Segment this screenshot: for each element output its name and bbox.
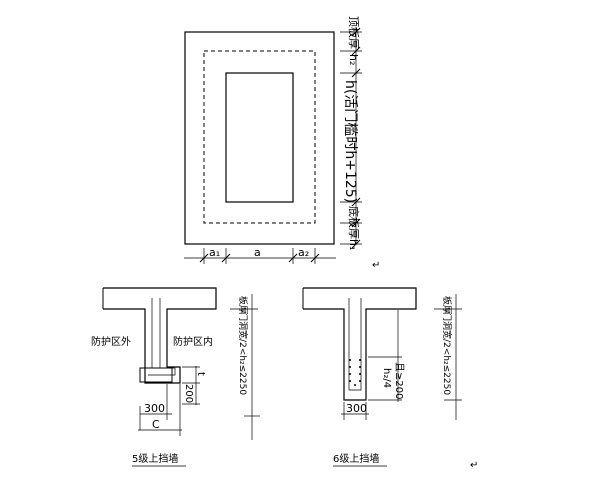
- width-300-label: 300: [346, 402, 367, 415]
- dim-tick: [351, 46, 361, 56]
- ge200-label: 且≥200: [393, 362, 405, 399]
- h2-4-label: h₂/4: [381, 368, 392, 388]
- dim-a-label: a: [254, 246, 261, 259]
- dim-200-label: 200: [183, 384, 194, 403]
- slab-thickness-label: 板厚: [441, 296, 453, 314]
- rebar-hook: [148, 367, 176, 376]
- slab-thickness-label: 板厚: [237, 296, 249, 314]
- rebar-cage: [348, 298, 362, 391]
- dim-tick: [199, 253, 209, 263]
- dim-tick: [351, 68, 361, 78]
- level6-wall-section: h₂/4 且≥200 300 门洞宽/2<h₂≤2250 板厚 6级上挡墙 ↵: [302, 287, 478, 471]
- dim-a2-label: a₂: [298, 246, 309, 259]
- right-dim-label: 门洞宽/2<h₂≤2250: [237, 312, 249, 395]
- outside-label: 防护区外: [91, 335, 131, 348]
- dim-tick: [351, 197, 361, 207]
- return-mark-2: ↵: [470, 460, 478, 471]
- level5-caption: 5级上挡墙: [132, 452, 178, 465]
- h-label: h(活门槛时h+125): [342, 80, 358, 203]
- door-frame-steel: [139, 367, 173, 383]
- h2-label: h₂: [347, 54, 360, 65]
- dim-a1-label: a₁: [209, 246, 220, 259]
- level5-wall-section: 防护区外 防护区内 t 200 300 C 门洞宽/2<h₂≤2250 板厚 5…: [91, 287, 260, 467]
- outer-frame-outline: [184, 31, 335, 245]
- t-label: t: [195, 372, 206, 376]
- slab-and-wall-outline: [103, 287, 217, 384]
- right-dim-label: 门洞宽/2<h₂≤2250: [441, 312, 453, 395]
- bottom-slab-label: 底板厚h₁: [347, 206, 361, 250]
- dim-tick: [288, 253, 298, 263]
- dashed-reinforcement-outline: [203, 50, 316, 224]
- rebar-dots: [349, 359, 361, 386]
- return-mark-1: ↵: [372, 260, 380, 271]
- width-300-label: 300: [144, 402, 165, 415]
- c-label: C: [152, 418, 160, 431]
- dim-tick: [351, 218, 361, 228]
- door-opening-outline: [225, 72, 294, 203]
- top-slab-label: 顶板厚: [347, 16, 361, 49]
- inside-label: 防护区内: [173, 335, 213, 348]
- dim-tick: [221, 253, 231, 263]
- door-frame-plan-view: 顶板厚 h₂ h(活门槛时h+125) 底板厚h₁ a₁ a a₂ ↵: [184, 16, 380, 271]
- dim-tick: [310, 253, 320, 263]
- level6-caption: 6级上挡墙: [333, 452, 379, 465]
- dim-tick: [351, 239, 361, 249]
- dim-tick: [351, 27, 361, 37]
